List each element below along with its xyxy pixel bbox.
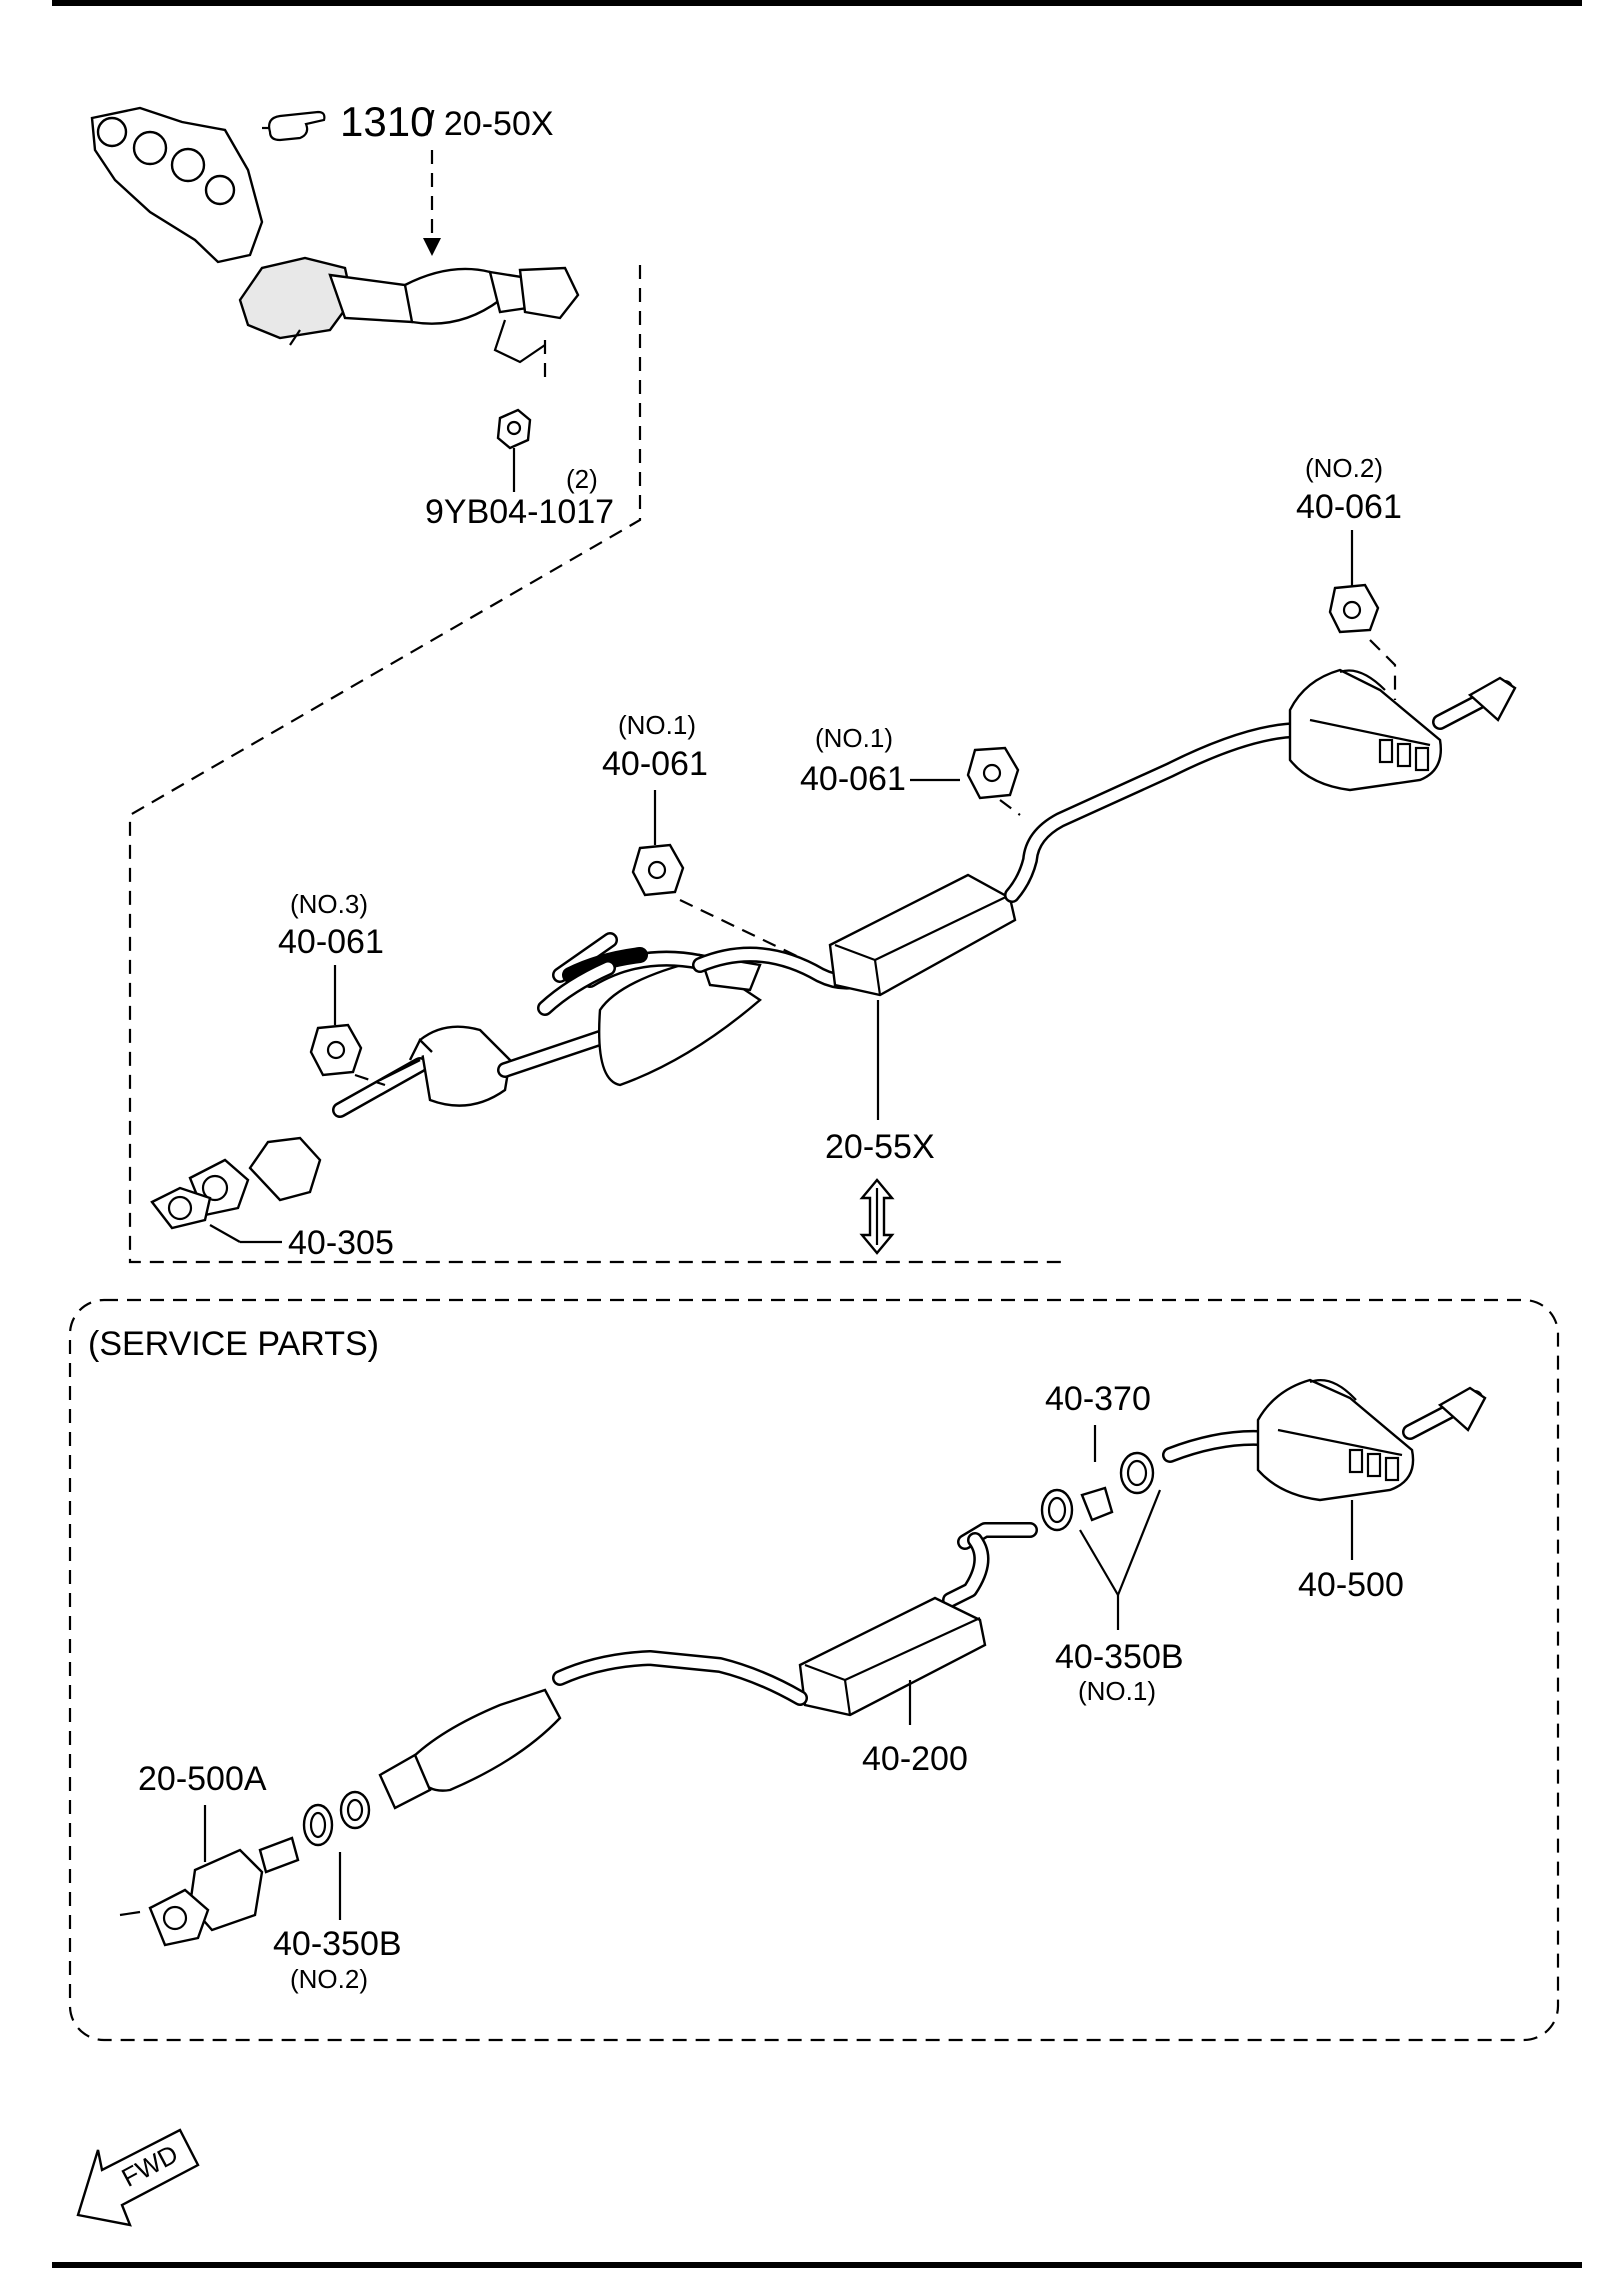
pointing-hand-icon xyxy=(262,110,326,142)
gasket-no2-callout[interactable]: 40-350B (NO.2) xyxy=(273,1852,402,1994)
gasket-part[interactable]: 40-305 xyxy=(209,1224,394,1262)
service-parts-title: (SERVICE PARTS) xyxy=(88,1325,379,1363)
pipe-assembly-number: 20-55X xyxy=(825,1128,935,1166)
rear-muffler-callout[interactable]: 40-500 xyxy=(1298,1500,1404,1604)
gasket-no2-part-number: 40-350B xyxy=(273,1925,402,1963)
exhaust-pipe-assembly xyxy=(150,668,1517,1230)
center-pipe-part-number: 40-200 xyxy=(862,1740,968,1778)
hanger-no3-note: (NO.3) xyxy=(290,889,368,919)
nut-qty: (2) xyxy=(566,464,598,494)
hanger-no3-number: 40-061 xyxy=(278,923,384,961)
center-pipe-callout[interactable]: 40-200 xyxy=(862,1680,968,1778)
front-pipe-part-number: 20-500A xyxy=(138,1760,267,1798)
bottom-rule xyxy=(52,2262,1582,2268)
gasket-part-number: 40-305 xyxy=(288,1224,394,1262)
gasket-no1-part-number: 40-350B xyxy=(1055,1638,1184,1676)
manifold-ref-suffix: / 20-50X xyxy=(425,105,554,143)
hanger-no3-part[interactable]: (NO.3) 40-061 xyxy=(278,889,386,1087)
nut-part[interactable]: (2) 9YB04-1017 xyxy=(425,340,614,531)
hanger-no2-part[interactable]: (NO.2) 40-061 xyxy=(1296,453,1402,700)
double-arrow-icon xyxy=(859,1178,895,1255)
hanger-no2-note: (NO.2) xyxy=(1305,453,1383,483)
manifold-reference-callout[interactable]: 1310 / 20-50X xyxy=(262,98,554,145)
gasket-no1-note: (NO.1) xyxy=(1078,1676,1156,1706)
hanger-no1-right-number: 40-061 xyxy=(800,760,906,798)
service-parts-illustration xyxy=(119,1378,1487,1947)
front-pipe-callout[interactable]: 20-500A xyxy=(138,1760,267,1862)
forward-direction-icon: FWD xyxy=(76,2128,200,2227)
service-parts-boundary xyxy=(68,1298,1560,2042)
catalyst-group-boundary xyxy=(128,265,1065,1264)
hanger-no2-number: 40-061 xyxy=(1296,488,1402,526)
hanger-no1-left-part[interactable]: (NO.1) 40-061 xyxy=(602,710,806,961)
bushing-callout[interactable]: 40-370 xyxy=(1045,1380,1151,1462)
hanger-no1-right-part[interactable]: (NO.1) 40-061 xyxy=(800,723,1021,816)
pipe-assembly-callout[interactable]: 20-55X xyxy=(825,1000,935,1166)
hanger-no1-left-number: 40-061 xyxy=(602,745,708,783)
top-rule xyxy=(52,0,1582,6)
hanger-no1-right-note: (NO.1) xyxy=(815,723,893,753)
exhaust-manifold-illustration xyxy=(90,106,580,364)
rear-muffler-part-number: 40-500 xyxy=(1298,1566,1404,1604)
hanger-no1-left-note: (NO.1) xyxy=(618,710,696,740)
manifold-ref-number: 1310 xyxy=(340,98,433,145)
nut-part-number: 9YB04-1017 xyxy=(425,493,614,531)
gasket-no1-callout[interactable]: 40-350B (NO.1) xyxy=(1055,1489,1184,1706)
bushing-part-number: 40-370 xyxy=(1045,1380,1151,1418)
gasket-no2-note: (NO.2) xyxy=(290,1964,368,1994)
